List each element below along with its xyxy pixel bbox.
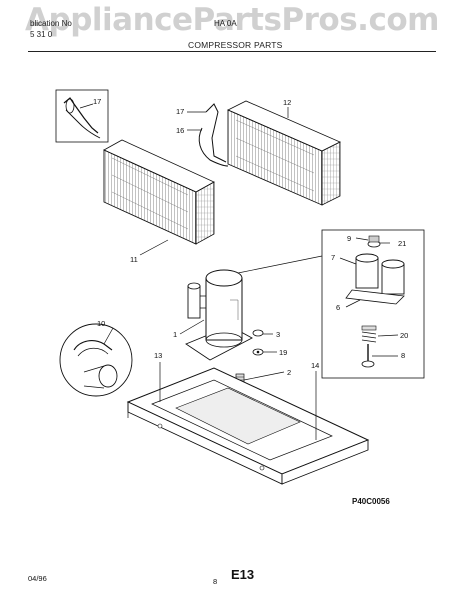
callout-14: 14: [311, 361, 319, 370]
callout-13: 13: [154, 351, 162, 360]
watermark: AppliancePartsPros.com: [25, 2, 439, 38]
callout-8: 8: [401, 351, 405, 360]
capacitor-detail: [321, 229, 425, 379]
callout-17: 17: [93, 97, 101, 106]
callout-17: 17: [176, 107, 184, 116]
header-divider: [28, 51, 436, 52]
capillary-tube-detail: [55, 89, 109, 143]
callout-2: 2: [287, 368, 291, 377]
callout-11: 11: [130, 255, 138, 264]
capillary-tube: [198, 103, 229, 167]
callout-19: 19: [279, 348, 287, 357]
condenser-coil: [227, 100, 341, 206]
bracket-detail: [59, 323, 133, 397]
compressor: [185, 269, 253, 361]
revision-date: 04/96: [28, 574, 47, 583]
callout-12: 12: [283, 98, 291, 107]
callout-20: 20: [400, 331, 408, 340]
callout-leaders: [79, 103, 399, 440]
base-pan: [126, 367, 370, 485]
callout-21: 21: [398, 239, 406, 248]
page-number: 8: [213, 577, 218, 586]
publication-label: blication No: [30, 19, 72, 28]
detail-pointer: [237, 255, 323, 274]
callout-6: 6: [336, 303, 340, 312]
evaporator-coil: [103, 139, 215, 245]
callout-1: 1: [173, 330, 177, 339]
callout-9: 9: [347, 234, 351, 243]
model-number: HA 0A: [214, 19, 237, 28]
callout-16: 16: [176, 126, 184, 135]
publication-number: 5 31 0: [30, 30, 53, 39]
callout-3: 3: [276, 330, 280, 339]
figure-code: P40C0056: [352, 497, 390, 506]
page-code: E13: [231, 567, 255, 582]
callout-10: 10: [97, 319, 105, 328]
callout-7: 7: [331, 253, 335, 262]
section-title: COMPRESSOR PARTS: [188, 40, 283, 50]
